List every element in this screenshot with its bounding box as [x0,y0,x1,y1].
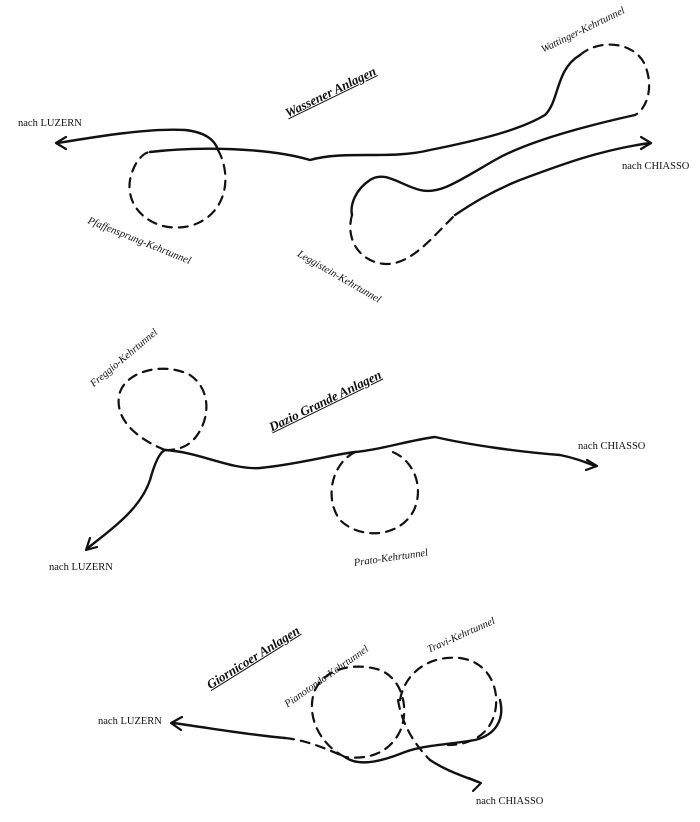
giornico-chiasso-label: nach CHIASSO [476,796,544,807]
dazio-luzern-label: nach LUZERN [49,562,113,573]
leggistein-tunnel [349,213,457,266]
wassen-chiasso-arrow [639,135,653,151]
giornico-crossing-dashed [396,698,432,762]
wassen-luzern-label: nach LUZERN [18,118,82,129]
giornico-luzern-arrow [169,715,184,732]
giornico-main-track [171,698,503,784]
pfaffensprung-tunnel [128,148,227,229]
prato-tunnel [330,449,420,535]
wassen-main-track [56,53,582,162]
wassen-lower-track [453,141,652,217]
freggio-tunnel [117,367,208,452]
wassen-luzern-arrow [54,135,68,151]
dazio-main-track [86,435,597,550]
giornico-chiasso-arrow [467,776,483,793]
dazio-chiasso-label: nach CHIASSO [578,441,646,452]
wassen-chiasso-label: nach CHIASSO [622,161,690,172]
dazio-luzern-arrow [84,536,99,552]
pianotondo-tunnel [310,665,406,759]
giornico-luzern-label: nach LUZERN [98,716,162,727]
dazio-chiasso-arrow [584,458,599,472]
giornico-dashed-approach [283,736,347,759]
wassen-middle-track [350,113,637,217]
travi-tunnel [398,656,498,747]
wattinger-tunnel [578,43,651,117]
